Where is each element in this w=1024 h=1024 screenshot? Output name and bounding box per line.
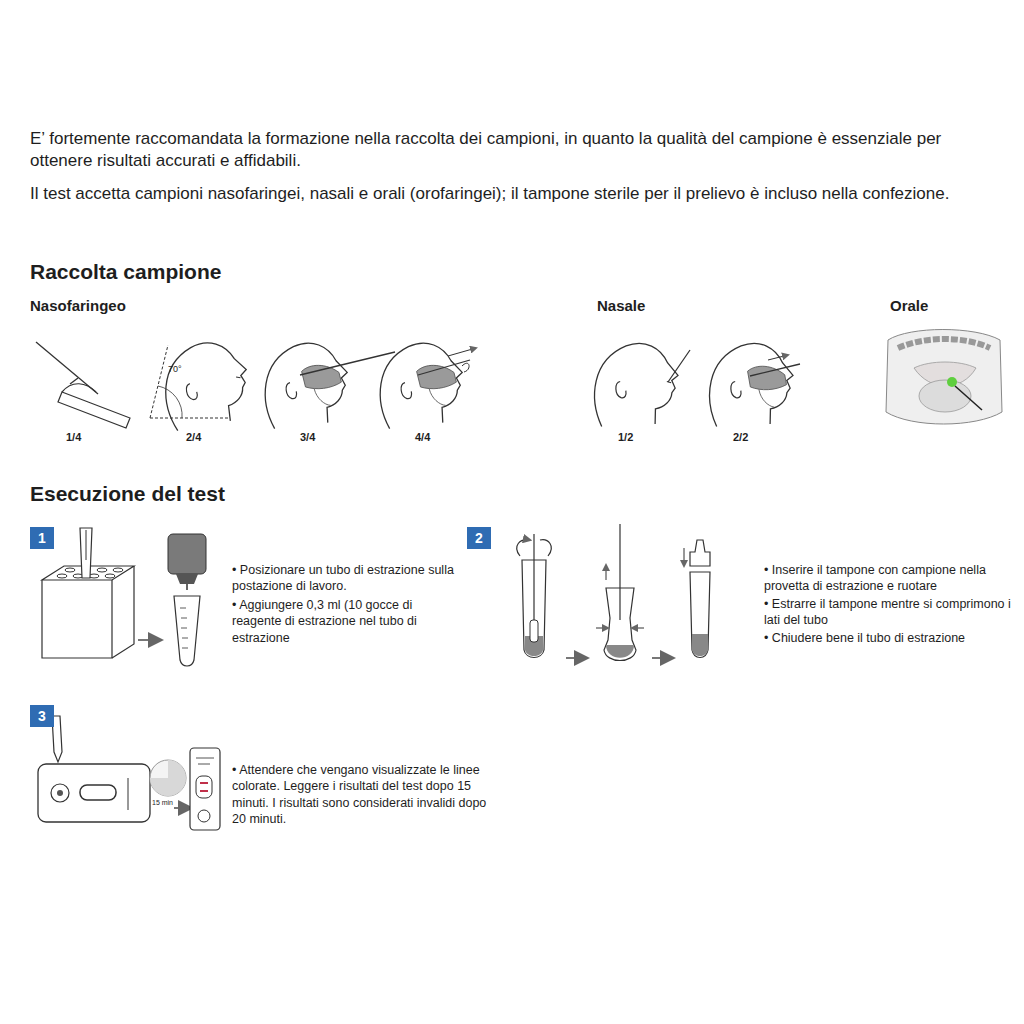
instruction-text: • Attendere che vengano visualizzate le … — [232, 762, 487, 827]
head-nasal-swab — [701, 337, 801, 434]
instruction-text: • Aggiungere 0,3 ml (10 gocce di reagent… — [232, 597, 457, 646]
head-swab-rotate — [369, 335, 476, 436]
result-cassette — [190, 748, 220, 830]
step-number: 3 — [38, 708, 46, 724]
step-arrow — [652, 657, 672, 659]
step-number: 2 — [475, 530, 483, 546]
intro-text: E’ fortemente raccomandata la formazione… — [30, 128, 995, 172]
step-number: 1 — [38, 530, 46, 546]
head-swab-insert — [254, 335, 395, 436]
step-number-box: 2 — [467, 527, 491, 549]
intro-text: Il test accetta campioni nasofaringei, n… — [30, 183, 995, 205]
section-heading: Esecuzione del test — [30, 480, 225, 507]
step-fraction: 1/4 — [66, 430, 81, 444]
swab-package — [36, 342, 130, 428]
squeeze-tube — [596, 524, 644, 661]
angle-label: 70° — [168, 364, 182, 376]
step-arrow — [138, 639, 160, 641]
capped-tube — [684, 540, 710, 658]
step-fraction: 2/2 — [733, 430, 748, 444]
head-nasal — [586, 337, 690, 434]
sample-type-heading: Orale — [890, 296, 928, 316]
swab-in-tube — [517, 534, 552, 658]
step-arrow — [566, 657, 586, 659]
instruction-text: • Estrarre il tampone mentre si comprimo… — [764, 596, 1019, 629]
instruction-text: • Inserire il tampone con campione nella… — [764, 562, 1019, 595]
section-heading: Raccolta campione — [30, 258, 221, 285]
instruction-text: • Chiudere bene il tubo di estrazione — [764, 630, 1019, 646]
test-cassette — [38, 716, 150, 822]
step-fraction: 3/4 — [300, 430, 315, 444]
step-number-box: 1 — [30, 527, 54, 549]
timer-clock — [150, 760, 190, 808]
mouth-oral — [886, 330, 1002, 425]
tube-rack — [42, 528, 134, 658]
step-fraction: 4/4 — [415, 430, 430, 444]
instruction-text: • Posizionare un tubo di estrazione sull… — [232, 562, 457, 595]
reagent-dropper — [168, 534, 206, 666]
head-tilt — [150, 333, 260, 438]
step-fraction: 2/4 — [186, 430, 201, 444]
sample-type-heading: Nasale — [597, 296, 645, 316]
step-number-box: 3 — [30, 705, 54, 727]
timer-label: 15 min — [152, 798, 173, 807]
step-fraction: 1/2 — [618, 430, 633, 444]
sample-type-heading: Nasofaringeo — [30, 296, 126, 316]
